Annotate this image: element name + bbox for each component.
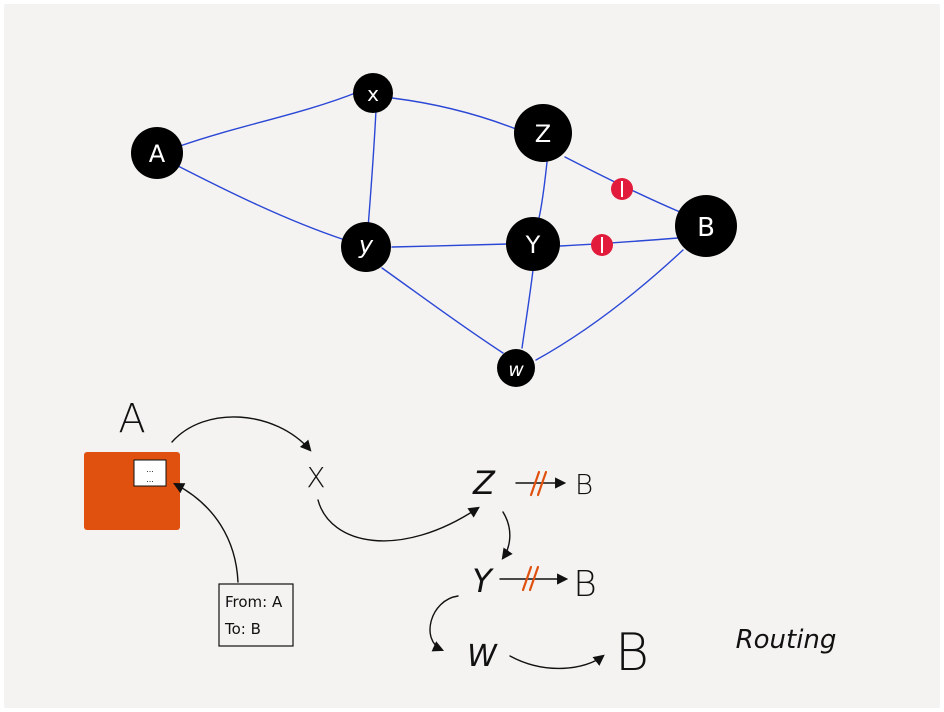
hop-z: Z (472, 464, 496, 502)
node-z: Z (514, 104, 572, 162)
edge-w-b (535, 249, 684, 361)
edge-a-y-lower (177, 165, 346, 241)
node-y: Y (506, 217, 560, 271)
blocked-icon (591, 234, 613, 256)
sender-label: A (118, 396, 145, 442)
hop-z-target: B (575, 468, 593, 501)
arrow-y-to-w (429, 595, 459, 652)
packet: ... ... (84, 452, 180, 530)
blocked-icon (611, 178, 633, 200)
packet-stamp-line1: ... (146, 465, 154, 474)
edge-x-z (391, 97, 517, 130)
node-b-label: B (697, 213, 715, 243)
address-label: From: A To: B (218, 583, 294, 647)
blocked-markers (591, 178, 633, 256)
node-x-label: x (367, 82, 379, 106)
sketch-title: Routing (736, 625, 837, 655)
nodes: A x Z B y Y w (131, 73, 737, 387)
node-y-lower-label: y (358, 231, 374, 259)
node-w: w (497, 349, 535, 387)
edge-y-w (521, 269, 534, 349)
arrow-a-to-x (171, 416, 312, 452)
node-a: A (131, 127, 183, 179)
address-to: To: B (224, 620, 261, 638)
arrow-label-to-packet (173, 482, 239, 583)
packet-stamp-line2: ... (146, 475, 154, 484)
hop-w: W (467, 639, 498, 674)
edge-ylower-w (381, 267, 504, 354)
node-y-lower: y (341, 222, 391, 272)
hop-x: X (306, 461, 325, 494)
edge-y-b (559, 237, 679, 247)
hop-y-target: B (573, 564, 597, 605)
node-y-label: Y (525, 231, 541, 259)
hop-y: Y (472, 562, 494, 600)
edge-z-y (538, 161, 548, 219)
arrow-x-to-z (317, 499, 480, 542)
node-z-label: Z (535, 120, 551, 148)
destination-label: B (615, 623, 649, 683)
edge-a-x (179, 91, 359, 147)
address-from: From: A (225, 593, 283, 611)
arrow-z-to-y (501, 511, 513, 560)
node-w-label: w (508, 359, 524, 381)
node-x: x (353, 73, 393, 113)
edge-ylower-y (391, 243, 509, 248)
node-a-label: A (149, 140, 166, 168)
paper-background (4, 4, 940, 708)
arrow-w-to-b (509, 654, 605, 670)
node-b: B (675, 195, 737, 257)
blocked-slashes (521, 470, 548, 592)
routing-sketch: A ... ... From: A To: B (84, 396, 836, 683)
packet-stamp (133, 459, 167, 487)
edge-x-ylower (367, 109, 377, 229)
network-graph (177, 91, 684, 361)
